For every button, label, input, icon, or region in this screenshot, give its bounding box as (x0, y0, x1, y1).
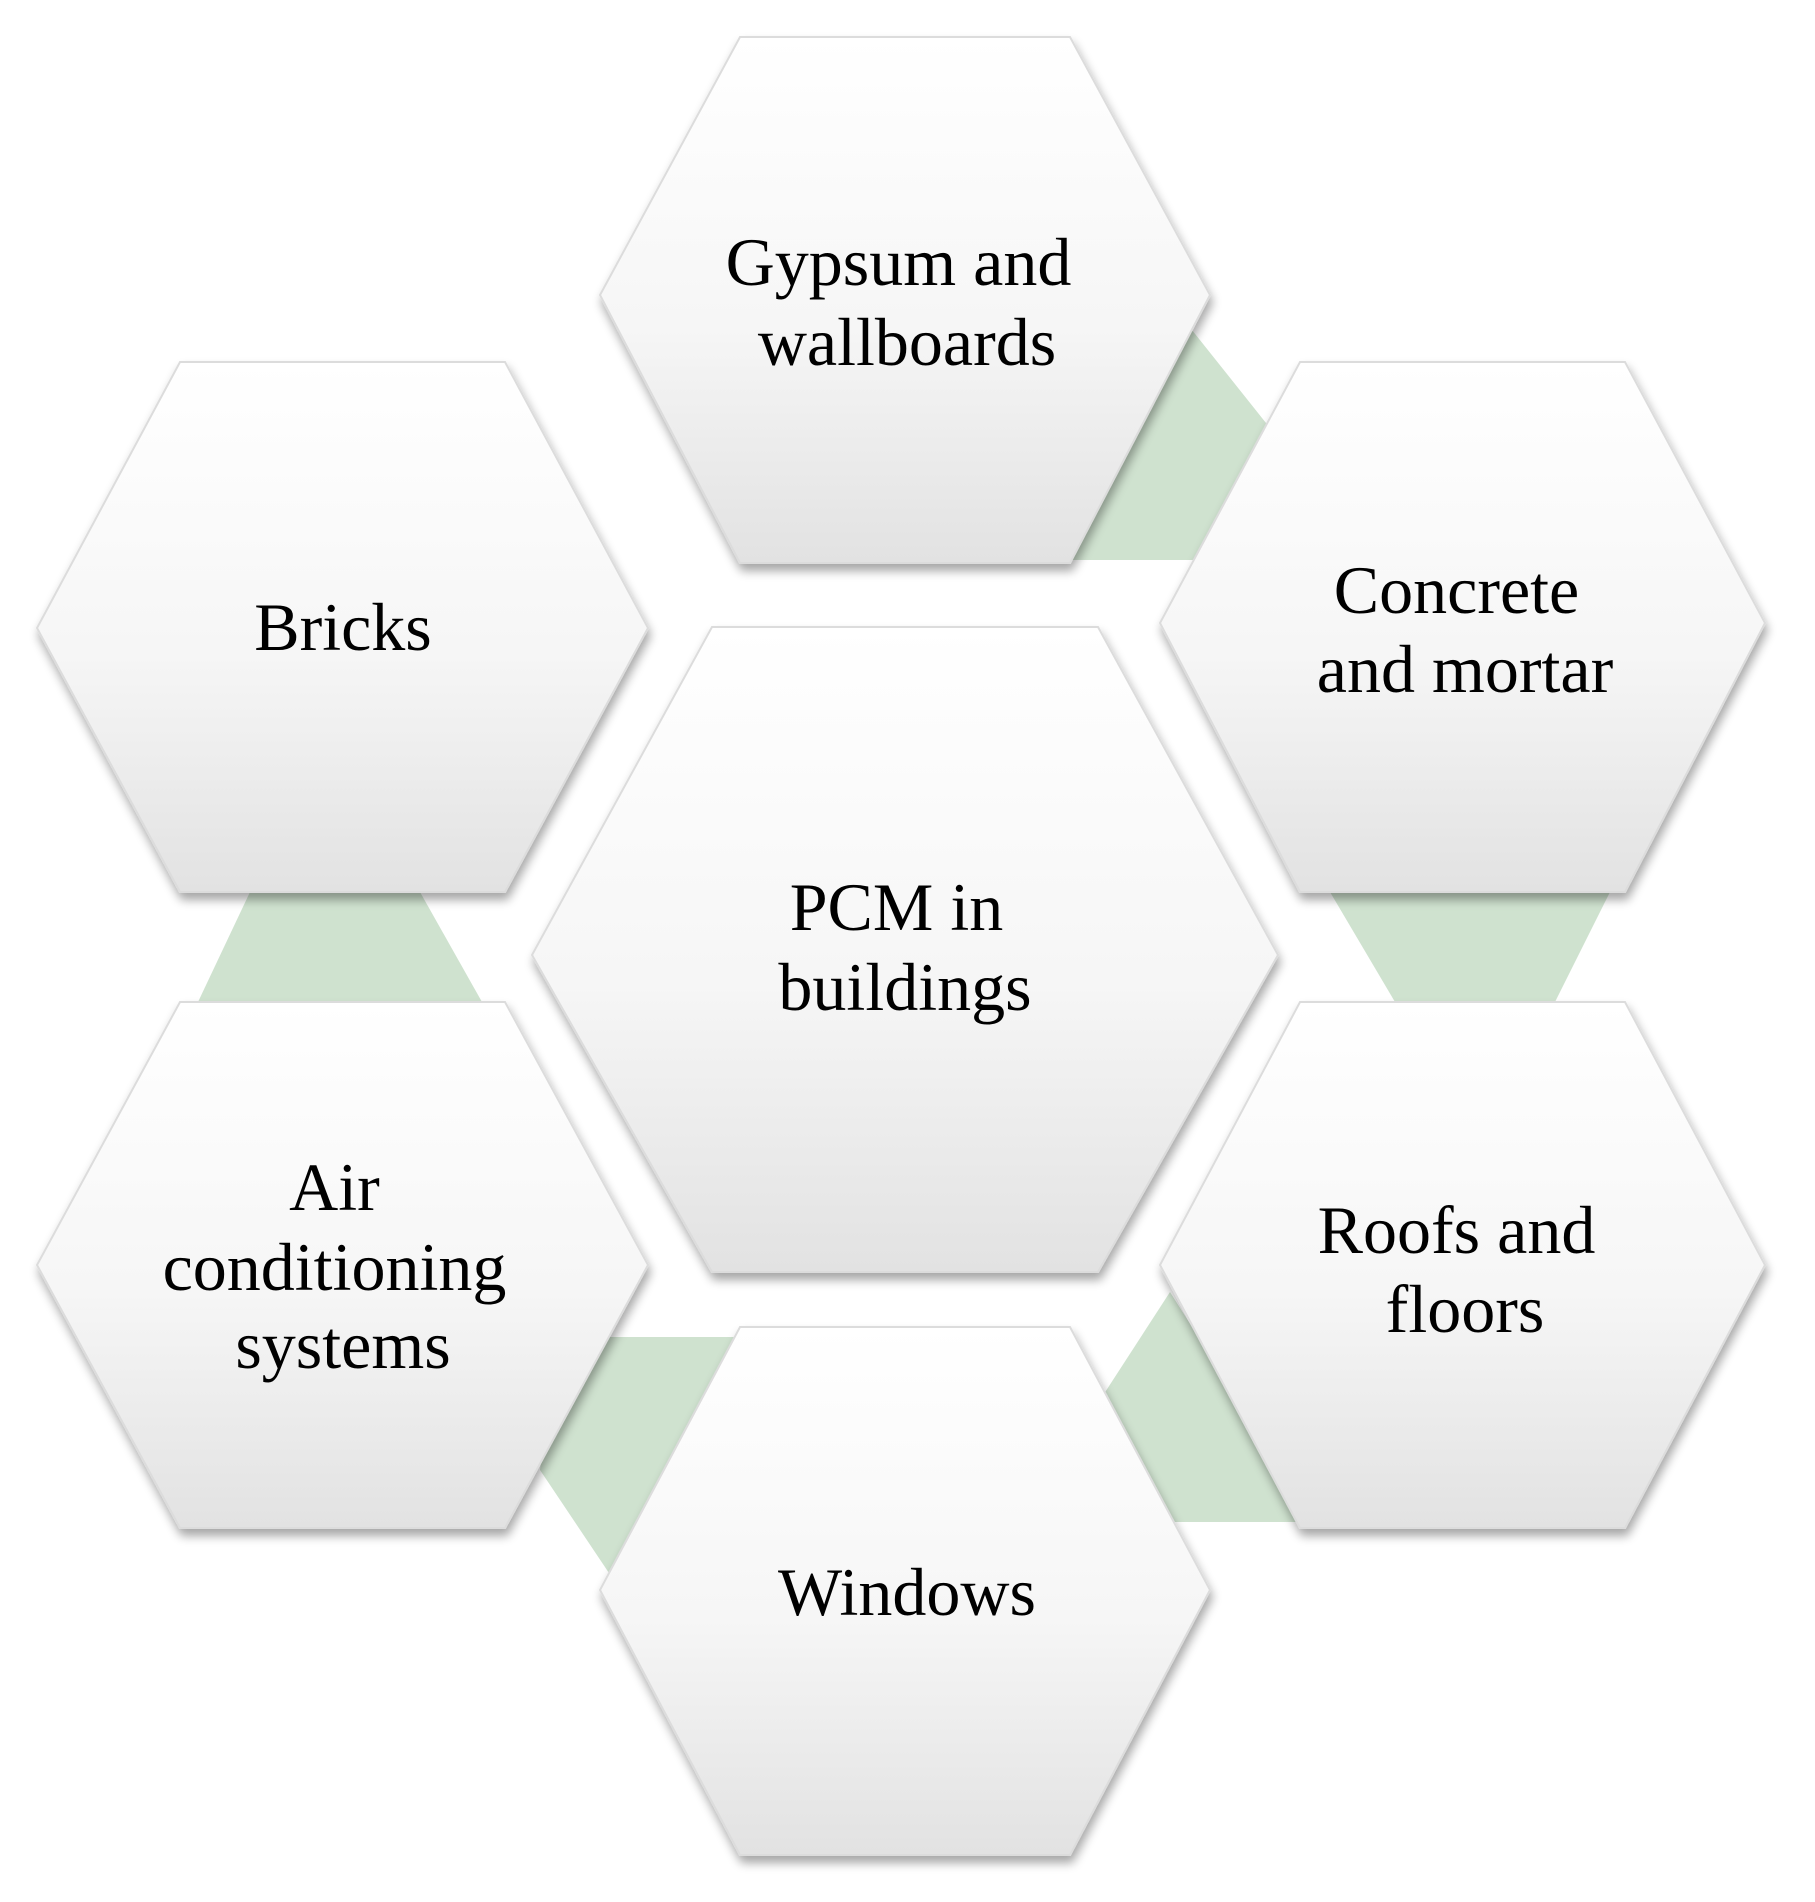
connector-air-bricks (198, 892, 482, 1002)
connector-group (198, 315, 1610, 1582)
hexagon-bricks (35, 361, 650, 893)
label-group: Gypsum and wallboards Concrete and morta… (163, 224, 1614, 1630)
gypsum-label: Gypsum and wallboards (726, 224, 1089, 380)
hexagon-gypsum (598, 36, 1212, 564)
connector-gypsum-concrete (1065, 315, 1270, 560)
hexagon-windows (598, 1326, 1212, 1856)
center-label: PCM in buildings (778, 869, 1031, 1025)
roofs-label: Roofs and floors (1318, 1192, 1613, 1347)
hexagon-center (530, 626, 1280, 1273)
hexagon-group (35, 36, 1767, 1856)
hexagon-roofs (1158, 1001, 1767, 1529)
concrete-label: Concrete and mortar (1317, 552, 1614, 707)
bricks-label: Bricks (254, 589, 432, 665)
connector-windows-air (540, 1337, 745, 1582)
hexagon-concrete (1158, 361, 1767, 893)
windows-label: Windows (778, 1554, 1036, 1630)
connector-roofs-windows (1100, 1292, 1315, 1522)
connector-concrete-roofs (1330, 892, 1610, 1002)
air-conditioning-label: Air conditioning systems (163, 1149, 524, 1383)
hexagon-air (35, 1001, 650, 1529)
